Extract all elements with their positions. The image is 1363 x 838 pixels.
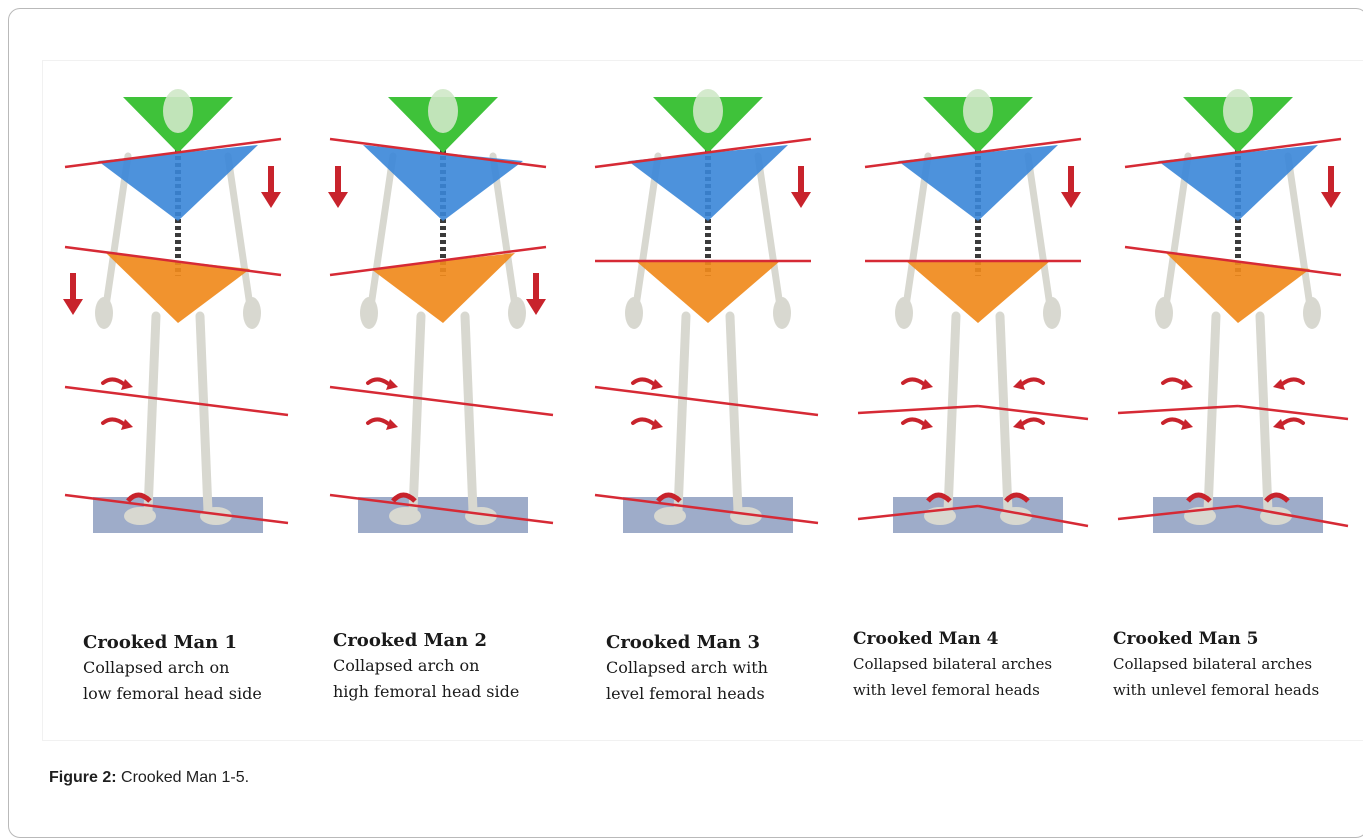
caption-title: Crooked Man 2 xyxy=(333,629,573,653)
knee-arrow-lower-left xyxy=(368,419,390,425)
caption-1: Crooked Man 1 Collapsed arch on low femo… xyxy=(83,631,323,707)
shoulder-down-arrow xyxy=(328,166,348,208)
skull xyxy=(693,89,723,133)
knee-arrow-upper-left xyxy=(633,379,655,385)
figure-caption: Figure 2: Crooked Man 1-5. xyxy=(49,769,249,787)
caption-title: Crooked Man 1 xyxy=(83,631,323,655)
caption-5: Crooked Man 5 Collapsed bilateral arches… xyxy=(1113,627,1353,703)
left-leg-bone xyxy=(1208,316,1216,511)
pelvis-triangle xyxy=(636,261,780,323)
left-leg-bone xyxy=(678,316,686,511)
caption-desc: Collapsed arch on low femoral head side xyxy=(83,655,323,707)
right-leg-bone xyxy=(1260,316,1268,511)
caption-title: Crooked Man 4 xyxy=(853,627,1093,651)
caption-desc: Collapsed arch with level femoral heads xyxy=(606,655,846,707)
floor-block xyxy=(1153,497,1323,533)
right-hand xyxy=(243,297,261,329)
crooked-man-2-illustration xyxy=(308,61,568,621)
right-leg-bone xyxy=(200,316,208,511)
crooked-man-3-illustration xyxy=(573,61,833,621)
knee-arrow-upper-right xyxy=(1021,379,1043,385)
knee-arrow-lower-right xyxy=(1281,419,1303,425)
caption-desc: Collapsed arch on high femoral head side xyxy=(333,653,573,705)
shoulder-down-arrow xyxy=(791,166,811,208)
knee-line xyxy=(595,387,818,415)
knee-arrow-lower-left xyxy=(633,419,655,425)
figure-card: Crooked Man 1 Collapsed arch on low femo… xyxy=(8,8,1363,838)
caption-4: Crooked Man 4 Collapsed bilateral arches… xyxy=(853,627,1093,703)
crooked-man-4: Crooked Man 4 Collapsed bilateral arches… xyxy=(843,61,1103,740)
left-hand xyxy=(625,297,643,329)
caption-desc: Collapsed bilateral arches with level fe… xyxy=(853,651,1093,703)
skull xyxy=(428,89,458,133)
crooked-man-4-illustration xyxy=(843,61,1103,621)
right-hand xyxy=(773,297,791,329)
floor-block xyxy=(893,497,1063,533)
pelvis-triangle xyxy=(371,253,515,323)
caption-2: Crooked Man 2 Collapsed arch on high fem… xyxy=(333,629,573,705)
figure-panel: Crooked Man 1 Collapsed arch on low femo… xyxy=(43,61,1363,740)
figure-text: Crooked Man 1-5. xyxy=(117,769,250,786)
hip-down-arrow xyxy=(526,273,546,315)
crooked-man-2: Crooked Man 2 Collapsed arch on high fem… xyxy=(308,61,568,740)
left-hand xyxy=(360,297,378,329)
right-leg-bone xyxy=(1000,316,1008,511)
right-hand xyxy=(1043,297,1061,329)
shoulder-down-arrow xyxy=(1061,166,1081,208)
knee-arrow-upper-left xyxy=(368,379,390,385)
right-arm-bone xyxy=(1028,156,1050,306)
right-leg-bone xyxy=(730,316,738,511)
crooked-man-5: Crooked Man 5 Collapsed bilateral arches… xyxy=(1103,61,1363,740)
left-leg-bone xyxy=(413,316,421,511)
knee-line-right xyxy=(1238,406,1348,419)
left-foot xyxy=(654,507,686,525)
crooked-man-1: Crooked Man 1 Collapsed arch on low femo… xyxy=(43,61,303,740)
pelvis-triangle xyxy=(1166,253,1310,323)
crooked-man-1-illustration xyxy=(43,61,303,621)
skull xyxy=(163,89,193,133)
knee-arrow-upper-left xyxy=(903,379,925,385)
knee-arrow-upper-right xyxy=(1281,379,1303,385)
knee-arrow-upper-left xyxy=(103,379,125,385)
caption-title: Crooked Man 5 xyxy=(1113,627,1353,651)
caption-title: Crooked Man 3 xyxy=(606,631,846,655)
knee-arrow-lower-left xyxy=(1163,419,1185,425)
knee-line xyxy=(65,387,288,415)
left-arm-bone xyxy=(371,156,393,306)
left-foot xyxy=(389,507,421,525)
knee-arrow-upper-left xyxy=(1163,379,1185,385)
right-arm-bone xyxy=(1288,156,1310,306)
pelvis-triangle xyxy=(106,253,250,323)
knee-arrow-lower-left xyxy=(103,419,125,425)
shoulder-down-arrow xyxy=(1321,166,1341,208)
caption-desc: Collapsed bilateral arches with unlevel … xyxy=(1113,651,1353,703)
right-leg-bone xyxy=(465,316,473,511)
knee-arrow-lower-left xyxy=(903,419,925,425)
hip-down-arrow xyxy=(63,273,83,315)
right-hand xyxy=(1303,297,1321,329)
knee-line-right xyxy=(978,406,1088,419)
knee-line-left xyxy=(1118,406,1238,413)
left-hand xyxy=(95,297,113,329)
knee-line xyxy=(330,387,553,415)
crooked-man-3: Crooked Man 3 Collapsed arch with level … xyxy=(573,61,833,740)
left-hand xyxy=(1155,297,1173,329)
left-leg-bone xyxy=(148,316,156,511)
left-foot xyxy=(124,507,156,525)
knee-line-left xyxy=(858,406,978,413)
left-hand xyxy=(895,297,913,329)
left-leg-bone xyxy=(948,316,956,511)
caption-3: Crooked Man 3 Collapsed arch with level … xyxy=(606,631,846,707)
pelvis-triangle xyxy=(906,261,1050,323)
skull xyxy=(1223,89,1253,133)
knee-arrow-lower-right xyxy=(1021,419,1043,425)
figure-label: Figure 2: xyxy=(49,769,117,786)
skull xyxy=(963,89,993,133)
shoulder-down-arrow xyxy=(261,166,281,208)
right-hand xyxy=(508,297,526,329)
right-arm-bone xyxy=(758,156,780,306)
crooked-man-5-illustration xyxy=(1103,61,1363,621)
right-arm-bone xyxy=(228,156,250,306)
